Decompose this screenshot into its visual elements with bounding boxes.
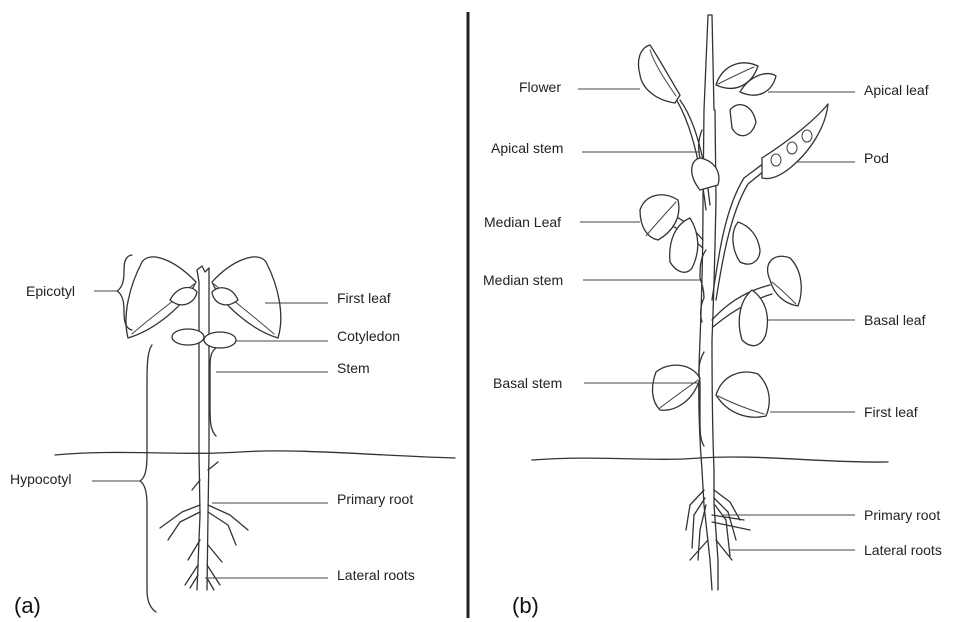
label-hypocotyl: Hypocotyl (10, 471, 71, 487)
panel-b-tag: (b) (512, 594, 539, 618)
median-leaf-2 (640, 195, 679, 240)
label-epicotyl: Epicotyl (26, 283, 75, 299)
mature-plant-drawing (532, 15, 888, 590)
stem-bracket (210, 348, 216, 436)
label-primary-root-a: Primary root (337, 491, 413, 507)
ground-line-b (532, 457, 888, 462)
label-lateral-roots-a: Lateral roots (337, 567, 415, 583)
basal-leaf-2 (739, 290, 767, 346)
label-apical-stem: Apical stem (491, 140, 563, 156)
hypocotyl-bracket (140, 345, 156, 612)
seedling-lateral-roots (160, 462, 248, 590)
label-flower: Flower (519, 79, 561, 95)
panel-a-tag: (a) (14, 594, 41, 618)
basal-stem-leaf (653, 365, 700, 410)
primary-root-b (702, 470, 718, 590)
first-leaf-b (716, 372, 769, 417)
main-stem (699, 15, 716, 470)
label-lateral-roots-b: Lateral roots (864, 542, 942, 558)
basal-leaf-1 (768, 256, 802, 306)
label-apical-leaf: Apical leaf (864, 82, 929, 98)
label-stem: Stem (337, 360, 370, 376)
label-basal-stem: Basal stem (493, 375, 562, 391)
seedling-stem (199, 282, 209, 452)
label-first-leaf-a: First leaf (337, 290, 391, 306)
ground-line-a (55, 451, 455, 458)
label-pod: Pod (864, 150, 889, 166)
seedling-drawing (55, 257, 455, 590)
label-cotyledon: Cotyledon (337, 328, 400, 344)
label-first-leaf-b: First leaf (864, 404, 918, 420)
seedling-primary-root (197, 452, 209, 590)
label-primary-root-b: Primary root (864, 507, 940, 523)
label-basal-leaf: Basal leaf (864, 312, 925, 328)
pod-shape (762, 104, 828, 179)
flower-shape (638, 45, 680, 103)
seedling-cotyledon-right (204, 332, 236, 348)
median-leaf-4 (733, 222, 760, 264)
seedling-cotyledon-left (172, 329, 204, 345)
apical-leaf-3 (730, 105, 756, 136)
median-leaf-1 (692, 158, 719, 190)
seedling-apical-tip (197, 266, 209, 282)
label-median-stem: Median stem (483, 272, 563, 288)
label-median-leaf: Median Leaf (484, 214, 561, 230)
